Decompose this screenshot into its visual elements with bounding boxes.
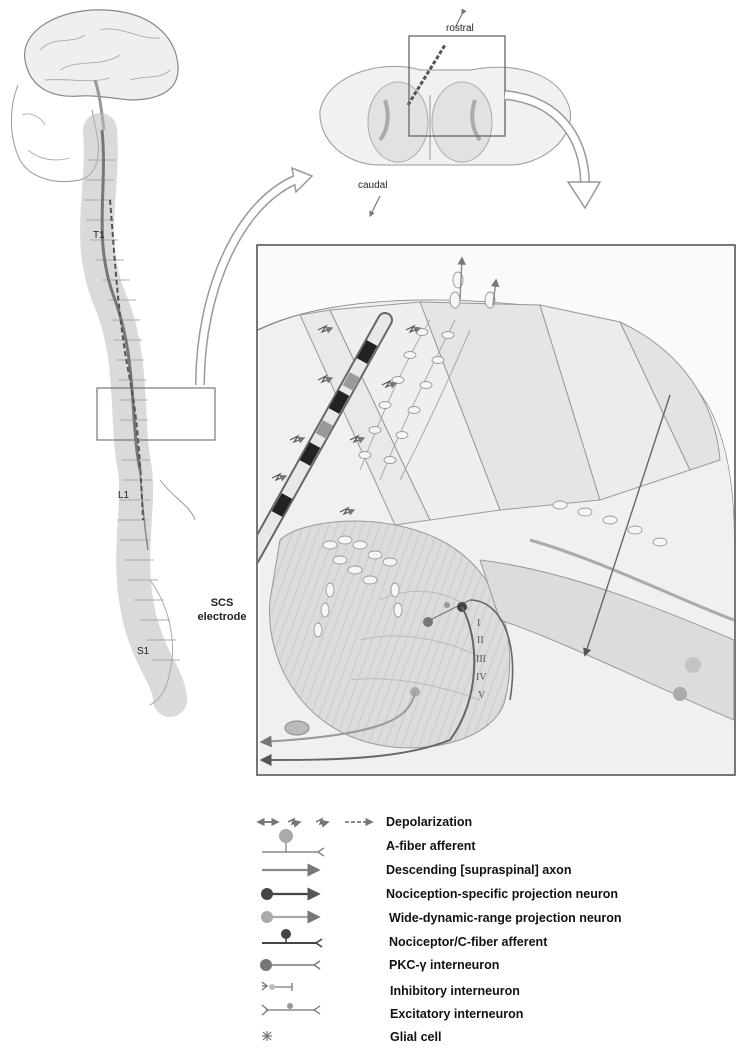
legend-label-glial: Glial cell bbox=[390, 1030, 441, 1044]
t1-label: T1 bbox=[93, 230, 105, 241]
s1-label: S1 bbox=[137, 646, 150, 657]
spinal-column bbox=[80, 113, 187, 717]
c-fiber-afferent-icon bbox=[262, 929, 323, 948]
wdr-projection-neuron-icon bbox=[261, 910, 321, 924]
scs-electrode bbox=[258, 312, 393, 565]
caudal-label: caudal bbox=[358, 180, 387, 191]
lamina-i-label: I bbox=[477, 618, 480, 629]
spinal-cord bbox=[100, 129, 142, 471]
lamina-v-label: V bbox=[478, 690, 486, 701]
glial-cell-icon bbox=[262, 1031, 272, 1041]
legend: Depolarization A-fiber afferent Descendi… bbox=[256, 815, 622, 1044]
legend-label-wdr-projection: Wide-dynamic-range projection neuron bbox=[389, 911, 622, 925]
legend-label-a-fiber: A-fiber afferent bbox=[386, 839, 476, 853]
legend-label-c-fiber: Nociceptor/C-fiber afferent bbox=[389, 935, 548, 949]
inhibitory-interneuron-icon bbox=[261, 981, 293, 991]
pkc-gamma-interneuron-icon bbox=[260, 959, 321, 971]
legend-label-descending: Descending [supraspinal] axon bbox=[386, 863, 571, 877]
cross-section-zoom-box bbox=[408, 35, 506, 137]
lamina-iii-label: III bbox=[476, 654, 486, 665]
brain-outline bbox=[24, 9, 179, 101]
a-fiber-afferent-icon bbox=[262, 829, 325, 857]
pkc-interneuron-soma bbox=[423, 617, 433, 627]
dorsal-horn-detail: I II III IV V bbox=[256, 244, 736, 776]
lamina-ii-label: II bbox=[477, 635, 484, 646]
lamina-iv-label: IV bbox=[476, 672, 487, 683]
legend-label-inhibitory: Inhibitory interneuron bbox=[390, 984, 520, 998]
electrode-label: electrode bbox=[198, 611, 247, 623]
ns-projection-neuron-icon bbox=[261, 887, 321, 901]
l1-label: L1 bbox=[118, 490, 130, 501]
excitatory-interneuron-icon bbox=[261, 1003, 321, 1016]
spinal-cross-section: rostral caudal bbox=[319, 8, 571, 218]
legend-label-excitatory: Excitatory interneuron bbox=[390, 1007, 523, 1021]
skeleton-illustration: T1 L1 S1 bbox=[10, 9, 216, 717]
legend-label-ns-projection: Nociception-specific projection neuron bbox=[386, 887, 618, 901]
depolarization-arrows-icon bbox=[256, 817, 374, 828]
rostral-label: rostral bbox=[446, 23, 474, 34]
scs-label: SCS bbox=[211, 597, 234, 609]
legend-label-depolarization: Depolarization bbox=[386, 815, 472, 829]
legend-label-pkc-gamma: PKC-γ interneuron bbox=[389, 958, 499, 972]
